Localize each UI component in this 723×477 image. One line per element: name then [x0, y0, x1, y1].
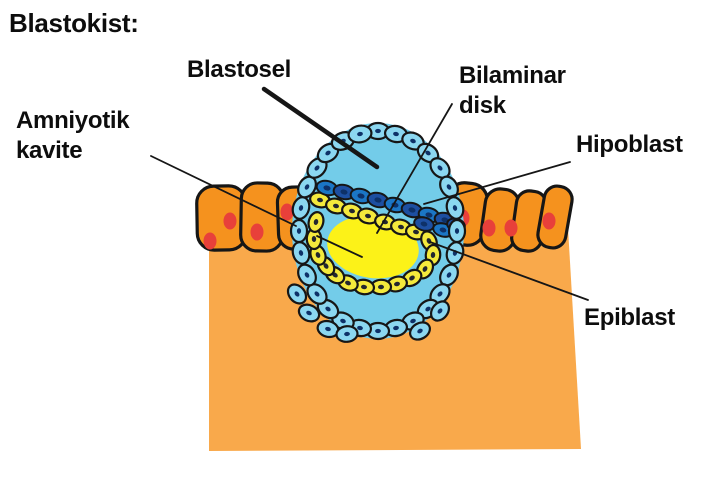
label-bilaminar-disk: Bilaminar disk: [459, 61, 566, 121]
epiblast-cell: [352, 278, 376, 296]
trophoblast-cell: [401, 131, 425, 151]
trophoblast-cell: [429, 300, 451, 322]
cell-nucleus: [223, 212, 237, 230]
cell-nucleus: [280, 203, 294, 221]
hypoblast-cell: [366, 191, 390, 209]
hypoblast-cell: [413, 216, 435, 232]
trophoblast-cell: [297, 303, 321, 323]
blastosel-leader-line: [261, 86, 380, 170]
label-bilaminar-line1: Bilaminar: [459, 62, 566, 89]
endometrial-stroma: [209, 228, 581, 451]
trophoblast-cell: [335, 325, 359, 343]
label-amniyotik-kavite: Amniyotik kavite: [16, 106, 130, 166]
cell-nucleus: [482, 219, 496, 237]
trophoblast-cell: [447, 218, 467, 244]
label-amniyotik-line1: Amniyotik: [16, 107, 130, 134]
amniyotik-kavite-leader-line: [316, 235, 363, 258]
cell-nucleus: [542, 212, 556, 230]
amniyotik-kavite-leader-line: [150, 155, 297, 227]
trophoblast-cell: [445, 196, 465, 220]
label-blastosel: Blastosel: [187, 56, 292, 83]
trophoblast-cell: [409, 321, 431, 341]
trophoblast-cell: [289, 218, 309, 244]
trophoblast-ring: [286, 121, 467, 343]
trophoblast-cell: [383, 318, 409, 338]
label-bilaminar-line2: disk: [459, 92, 506, 119]
hipoblast-leader-line: [423, 161, 571, 205]
bilaminar-disk-leader-line: [376, 103, 453, 234]
cell-nucleus: [504, 219, 518, 237]
epiblast-cell: [325, 197, 347, 215]
page-title: Blastokist:: [9, 8, 139, 38]
epiblast-leader-line: [429, 241, 589, 301]
cell-nucleus: [250, 223, 264, 241]
label-hipoblast: Hipoblast: [576, 131, 683, 158]
trophoblast-cell: [306, 157, 328, 179]
trophoblast-cell: [286, 283, 308, 305]
hypoblast-cell: [332, 183, 356, 201]
epiblast-cell: [307, 211, 325, 233]
label-epiblast: Epiblast: [584, 304, 675, 331]
trophoblast-cell: [297, 263, 317, 287]
hypoblast-cell: [400, 201, 424, 219]
cell-nucleus: [203, 232, 217, 250]
trophoblast-cell: [347, 124, 373, 144]
label-amniyotik-line2: kavite: [16, 137, 83, 164]
